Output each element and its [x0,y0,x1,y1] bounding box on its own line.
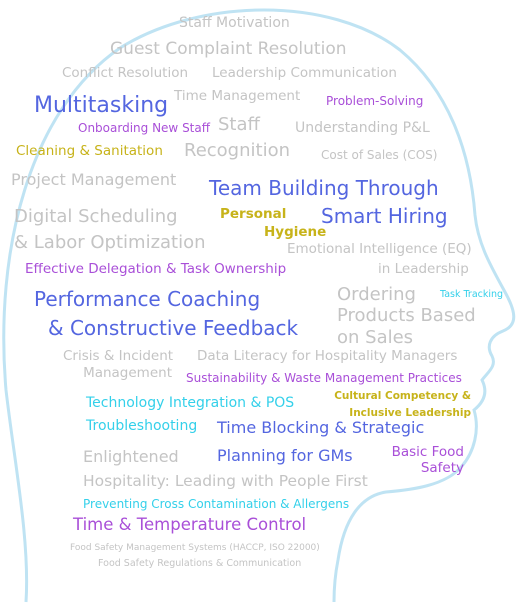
word-crisis-incident-line1: Crisis & Incident [63,348,174,364]
word-problem-solving: Problem-Solving [326,94,424,108]
word-emotional-intelligence-line1: Emotional Intelligence (EQ) [287,241,472,257]
word-digital-scheduling-line2: & Labor Optimization [14,232,206,253]
word-cultural-competency-line1: Cultural Competency & [334,390,471,402]
word-time-management: Time Management [174,88,301,104]
word-effective-delegation: Effective Delegation & Task Ownership [25,261,287,277]
word-crisis-incident-line2: Management [83,365,172,381]
word-basic-food-safety-line2: Safety [420,460,464,476]
word-onboarding-new-staff: Onboarding New Staff [78,121,211,135]
word-hospitality-leading: Hospitality: Leading with People First [83,472,368,490]
word-cost-of-sales: Cost of Sales (COS) [321,148,438,162]
word-hygiene: Hygiene [264,224,327,240]
word-performance-coaching-line2: & Constructive Feedback [48,316,299,340]
word-smart-hiring: Smart Hiring [321,204,448,228]
word-staff-motivation: Staff Motivation [179,15,290,31]
word-performance-coaching-line1: Performance Coaching [34,287,261,311]
word-data-literacy: Data Literacy for Hospitality Managers [197,348,458,364]
word-technology-integration-line2: Troubleshooting [86,418,198,434]
word-project-management: Project Management [11,170,177,189]
word-staff: Staff [218,114,260,135]
word-team-building-through: Team Building Through [209,176,439,200]
word-understanding-pl: Understanding P&L [295,120,430,136]
word-cleaning-sanitation: Cleaning & Sanitation [16,143,163,159]
word-recognition: Recognition [184,140,290,161]
word-conflict-resolution: Conflict Resolution [62,65,189,81]
word-time-temperature-control: Time & Temperature Control [73,515,307,534]
word-guest-complaint-resolution: Guest Complaint Resolution [110,39,347,59]
word-preventing-cross-contamination: Preventing Cross Contamination & Allerge… [83,497,350,511]
word-time-blocking: Time Blocking & Strategic [217,418,425,437]
word-enlightened: Enlightened [83,447,179,466]
word-task-tracking: Task Tracking [440,289,504,300]
word-food-safety-regulations: Food Safety Regulations & Communication [98,558,302,569]
word-personal: Personal [220,206,287,222]
word-cultural-competency-line2: Inclusive Leadership [349,407,471,419]
head-outline-path [2,8,516,603]
word-food-safety-management-systems: Food Safety Management Systems (HACCP, I… [70,543,320,553]
word-basic-food-safety-line1: Basic Food [391,444,464,460]
word-leadership-communication: Leadership Communication [212,65,397,81]
word-digital-scheduling-line1: Digital Scheduling [14,206,178,227]
word-ordering-line1: Ordering [337,284,416,305]
word-planning-for-gms: Planning for GMs [217,446,353,465]
word-ordering-line3: on Sales [337,327,414,348]
word-sustainability: Sustainability & Waste Management Practi… [186,371,462,385]
word-emotional-intelligence-line2: in Leadership [378,261,469,277]
word-ordering-line2: Products Based [337,305,476,326]
word-technology-integration-line1: Technology Integration & POS [86,395,295,411]
word-multitasking: Multitasking [34,93,169,118]
